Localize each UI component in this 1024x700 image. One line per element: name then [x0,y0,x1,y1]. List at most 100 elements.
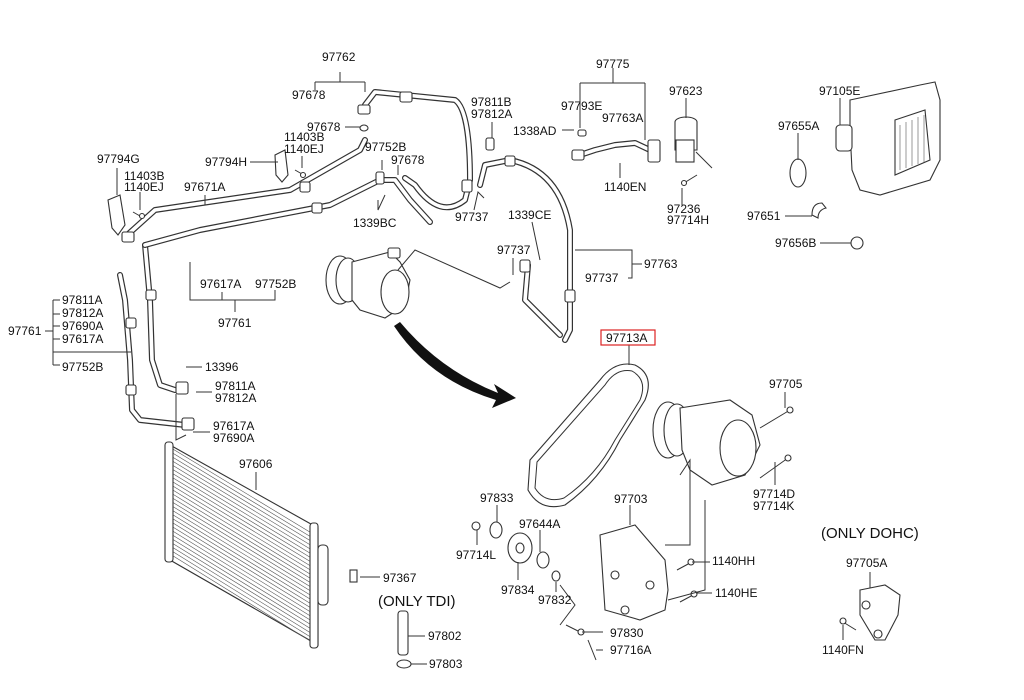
label-97651[interactable]: 97651 [747,209,781,223]
label-1140EJ[interactable]: 1140EJ [284,142,324,156]
label-11403B[interactable]: 11403B [284,130,324,144]
label-97811A[interactable]: 97811A [215,379,255,393]
bolt-1140FN[interactable] [839,617,857,631]
label-97830[interactable]: 97830 [610,626,644,640]
label-97714H[interactable]: 97714H [667,213,709,227]
label-97811B[interactable]: 97811B [471,95,511,109]
bolt-97830[interactable] [565,624,585,636]
label-plate-97367[interactable] [349,569,358,583]
liquid-tube-97671A[interactable] [121,137,368,243]
label-1339BC[interactable]: 1339BC [353,216,397,230]
label-97793E[interactable]: 97793E [561,99,602,113]
label-97833[interactable]: 97833 [480,491,514,505]
label-97714L[interactable]: 97714L [456,548,496,562]
label-11403B[interactable]: 11403B [124,169,164,183]
label-97617A[interactable]: 97617A [213,419,254,433]
bracket-97705A[interactable] [859,584,901,641]
label-97752B[interactable]: 97752B [62,360,103,374]
label-97656B[interactable]: 97656B [775,236,816,250]
label-97690A[interactable]: 97690A [213,431,254,445]
o-ring-97678[interactable] [359,124,369,132]
label-97678[interactable]: 97678 [391,153,425,167]
bolt-1140EJ-a[interactable] [294,169,307,179]
grommet-97656B[interactable] [850,236,864,250]
label-1338AD[interactable]: 1338AD [513,124,557,138]
label-97812A[interactable]: 97812A [471,107,512,121]
label-97623[interactable]: 97623 [669,84,703,98]
label-97834[interactable]: 97834 [501,583,535,597]
seal-97655A[interactable] [789,158,807,188]
label-97775[interactable]: 97775 [596,57,630,71]
label-1339CE[interactable]: 1339CE [508,208,551,222]
compressor-upper[interactable] [325,247,411,319]
label-97671A[interactable]: 97671A [184,180,225,194]
bracket-97794H[interactable] [274,149,289,183]
label-97794H[interactable]: 97794H [205,155,247,169]
label-97794G[interactable]: 97794G [97,152,140,166]
label-97655A[interactable]: 97655A [778,119,819,133]
cap-97803[interactable] [396,659,412,669]
desiccant-97802[interactable] [397,610,409,656]
pressure-switch-97811B[interactable] [485,137,495,151]
expansion-valve-97623[interactable] [674,116,698,163]
evaporator-case-97105E[interactable] [835,81,941,196]
bolt-1140EJ-b[interactable] [132,211,146,220]
label-97713A[interactable]: 97713A [606,331,647,345]
label-97617A[interactable]: 97617A [62,332,103,346]
label-97762[interactable]: 97762 [322,50,356,64]
label-97812A[interactable]: 97812A [62,306,103,320]
label-97761[interactable]: 97761 [218,316,252,330]
label-97678[interactable]: 97678 [307,120,341,134]
label-97803[interactable]: 97803 [429,657,463,671]
bolt-97714H[interactable] [680,174,698,187]
label-1140HH[interactable]: 1140HH [712,554,755,568]
label-97737[interactable]: 97737 [455,210,489,224]
bolt-97716A[interactable] [587,639,597,661]
label-97812A[interactable]: 97812A [215,391,256,405]
drain-hose-97651[interactable] [811,202,827,219]
label-97690A[interactable]: 97690A [62,319,103,333]
label-97678[interactable]: 97678 [292,88,326,102]
suction-hose-97763[interactable] [477,155,576,343]
bolt-97705[interactable] [759,406,794,429]
bolt-1140HH[interactable] [676,558,695,571]
label-97606[interactable]: 97606 [239,457,273,471]
label-97105E[interactable]: 97105E [819,84,860,98]
label-1140EN[interactable]: 1140EN [604,180,646,194]
label-97752B[interactable]: 97752B [365,140,406,154]
compressor-97701[interactable] [652,399,761,486]
label-97714D[interactable]: 97714D [753,487,795,501]
condenser-97606[interactable] [164,441,329,649]
label-97761[interactable]: 97761 [8,324,42,338]
label-97811A[interactable]: 97811A [62,293,102,307]
bracket-97703[interactable] [599,524,669,621]
label-97763A[interactable]: 97763A [602,111,643,125]
label-97714K[interactable]: 97714K [753,499,794,513]
label-97705A[interactable]: 97705A [846,556,887,570]
label-97236[interactable]: 97236 [667,202,701,216]
label-97705[interactable]: 97705 [769,377,803,391]
spacer-97832[interactable] [551,570,561,582]
label-97367[interactable]: 97367 [383,571,417,585]
liquid-tube-97775[interactable] [571,129,661,163]
label-97737[interactable]: 97737 [585,271,619,285]
v-belt-97713A[interactable] [527,363,649,508]
label-1140FN[interactable]: 1140FN [822,643,864,657]
label-97752B[interactable]: 97752B [255,277,296,291]
bracket-97794G[interactable] [107,194,126,236]
bolt-97714D[interactable] [759,454,792,479]
label-97737[interactable]: 97737 [497,243,531,257]
label-13396[interactable]: 13396 [205,360,239,374]
label-97617A[interactable]: 97617A [200,277,241,291]
discharge-hose-97762[interactable] [357,89,473,211]
label-97763[interactable]: 97763 [644,257,678,271]
pressure-switch-97752B[interactable] [375,171,385,185]
washer-97644A[interactable] [536,551,550,569]
label-97716A[interactable]: 97716A [610,643,651,657]
idler-pulley-97834[interactable] [507,532,533,564]
label-1140HE[interactable]: 1140HE [715,586,757,600]
nut-97714L[interactable] [471,521,481,531]
label-97644A[interactable]: 97644A [519,517,560,531]
label-1140EJ[interactable]: 1140EJ [124,180,164,194]
label-97703[interactable]: 97703 [614,492,648,506]
